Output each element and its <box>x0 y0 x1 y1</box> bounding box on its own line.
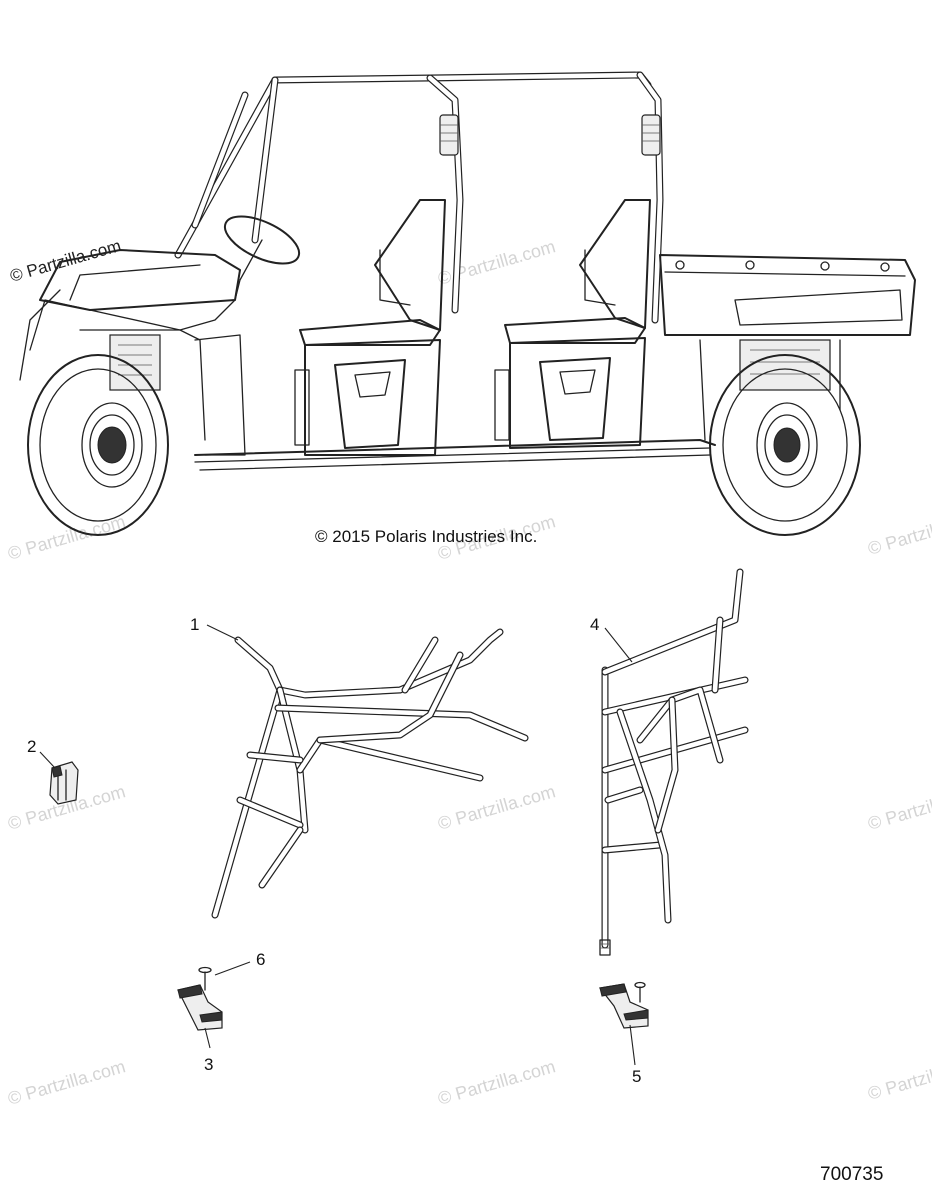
front-wheel <box>27 354 169 536</box>
leader-line <box>629 1024 636 1066</box>
vehicle-illustration <box>19 71 916 536</box>
leader-line <box>39 751 56 769</box>
part-4-rear-frame <box>599 568 749 956</box>
leader-line <box>214 961 251 976</box>
callout-6: 6 <box>256 950 265 969</box>
copyright-notice: © 2015 Polaris Industries Inc. <box>315 527 537 546</box>
watermark-text: © Partzilla.com <box>866 781 932 834</box>
part-1-door-frame <box>211 628 529 919</box>
callout-2: 2 <box>27 737 36 756</box>
part-2-clip <box>49 761 79 805</box>
rear-wheel <box>709 354 861 536</box>
watermark-text: © Partzilla.com <box>866 1051 932 1104</box>
watermark-text: © Partzilla.com <box>6 1056 128 1109</box>
leader-line <box>204 1027 211 1049</box>
callout-3: 3 <box>204 1055 213 1074</box>
callout-4: 4 <box>590 615 599 634</box>
watermark-text: © Partzilla.com <box>866 506 932 559</box>
watermark-text: © Partzilla.com <box>436 1056 558 1109</box>
diagram-number: 700735 <box>820 1164 883 1185</box>
watermark-text: © Partzilla.com <box>436 781 558 834</box>
callout-5: 5 <box>632 1067 641 1086</box>
leader-line <box>604 627 633 663</box>
part-6-rivet <box>198 966 212 991</box>
callout-1: 1 <box>190 615 199 634</box>
part-3-bracket <box>177 984 223 1031</box>
part-5-bracket <box>598 981 649 1029</box>
leader-line <box>206 624 239 641</box>
